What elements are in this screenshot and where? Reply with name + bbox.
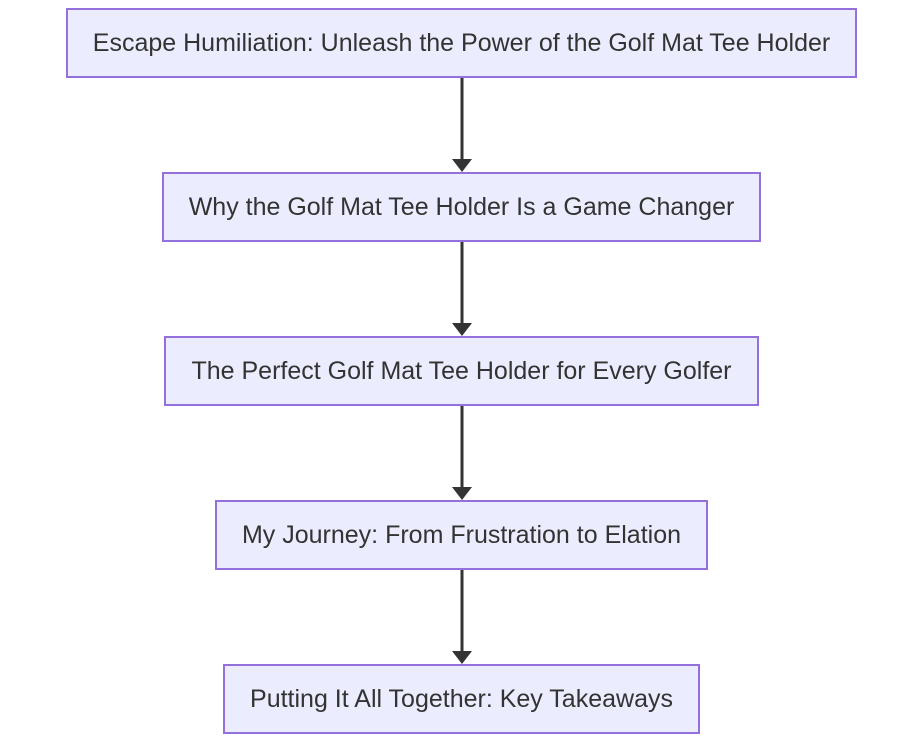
flowchart-node-title: Escape Humiliation: Unleash the Power of…: [65, 8, 858, 78]
flow-arrow-1: [449, 78, 475, 172]
node-label: Escape Humiliation: Unleash the Power of…: [92, 28, 831, 57]
arrow-shaft: [460, 406, 463, 490]
flowchart-node-takeaways: Putting It All Together: Key Takeaways: [223, 664, 700, 734]
node-label: The Perfect Golf Mat Tee Holder for Ever…: [191, 356, 732, 385]
flowchart-node-why: Why the Golf Mat Tee Holder Is a Game Ch…: [161, 172, 762, 242]
flowchart-node-perfect: The Perfect Golf Mat Tee Holder for Ever…: [164, 336, 759, 406]
arrow-head-icon: [451, 159, 472, 172]
arrow-shaft: [460, 242, 463, 326]
flow-arrow-4: [449, 570, 475, 664]
arrow-head-icon: [451, 487, 472, 500]
arrow-shaft: [460, 78, 463, 162]
node-label: My Journey: From Frustration to Elation: [241, 520, 682, 549]
flow-arrow-2: [449, 242, 475, 336]
arrow-head-icon: [451, 651, 472, 664]
flowchart-node-journey: My Journey: From Frustration to Elation: [214, 500, 709, 570]
node-label: Why the Golf Mat Tee Holder Is a Game Ch…: [188, 192, 735, 221]
arrow-head-icon: [451, 323, 472, 336]
node-label: Putting It All Together: Key Takeaways: [250, 684, 673, 713]
arrow-shaft: [460, 570, 463, 654]
flow-arrow-3: [449, 406, 475, 500]
